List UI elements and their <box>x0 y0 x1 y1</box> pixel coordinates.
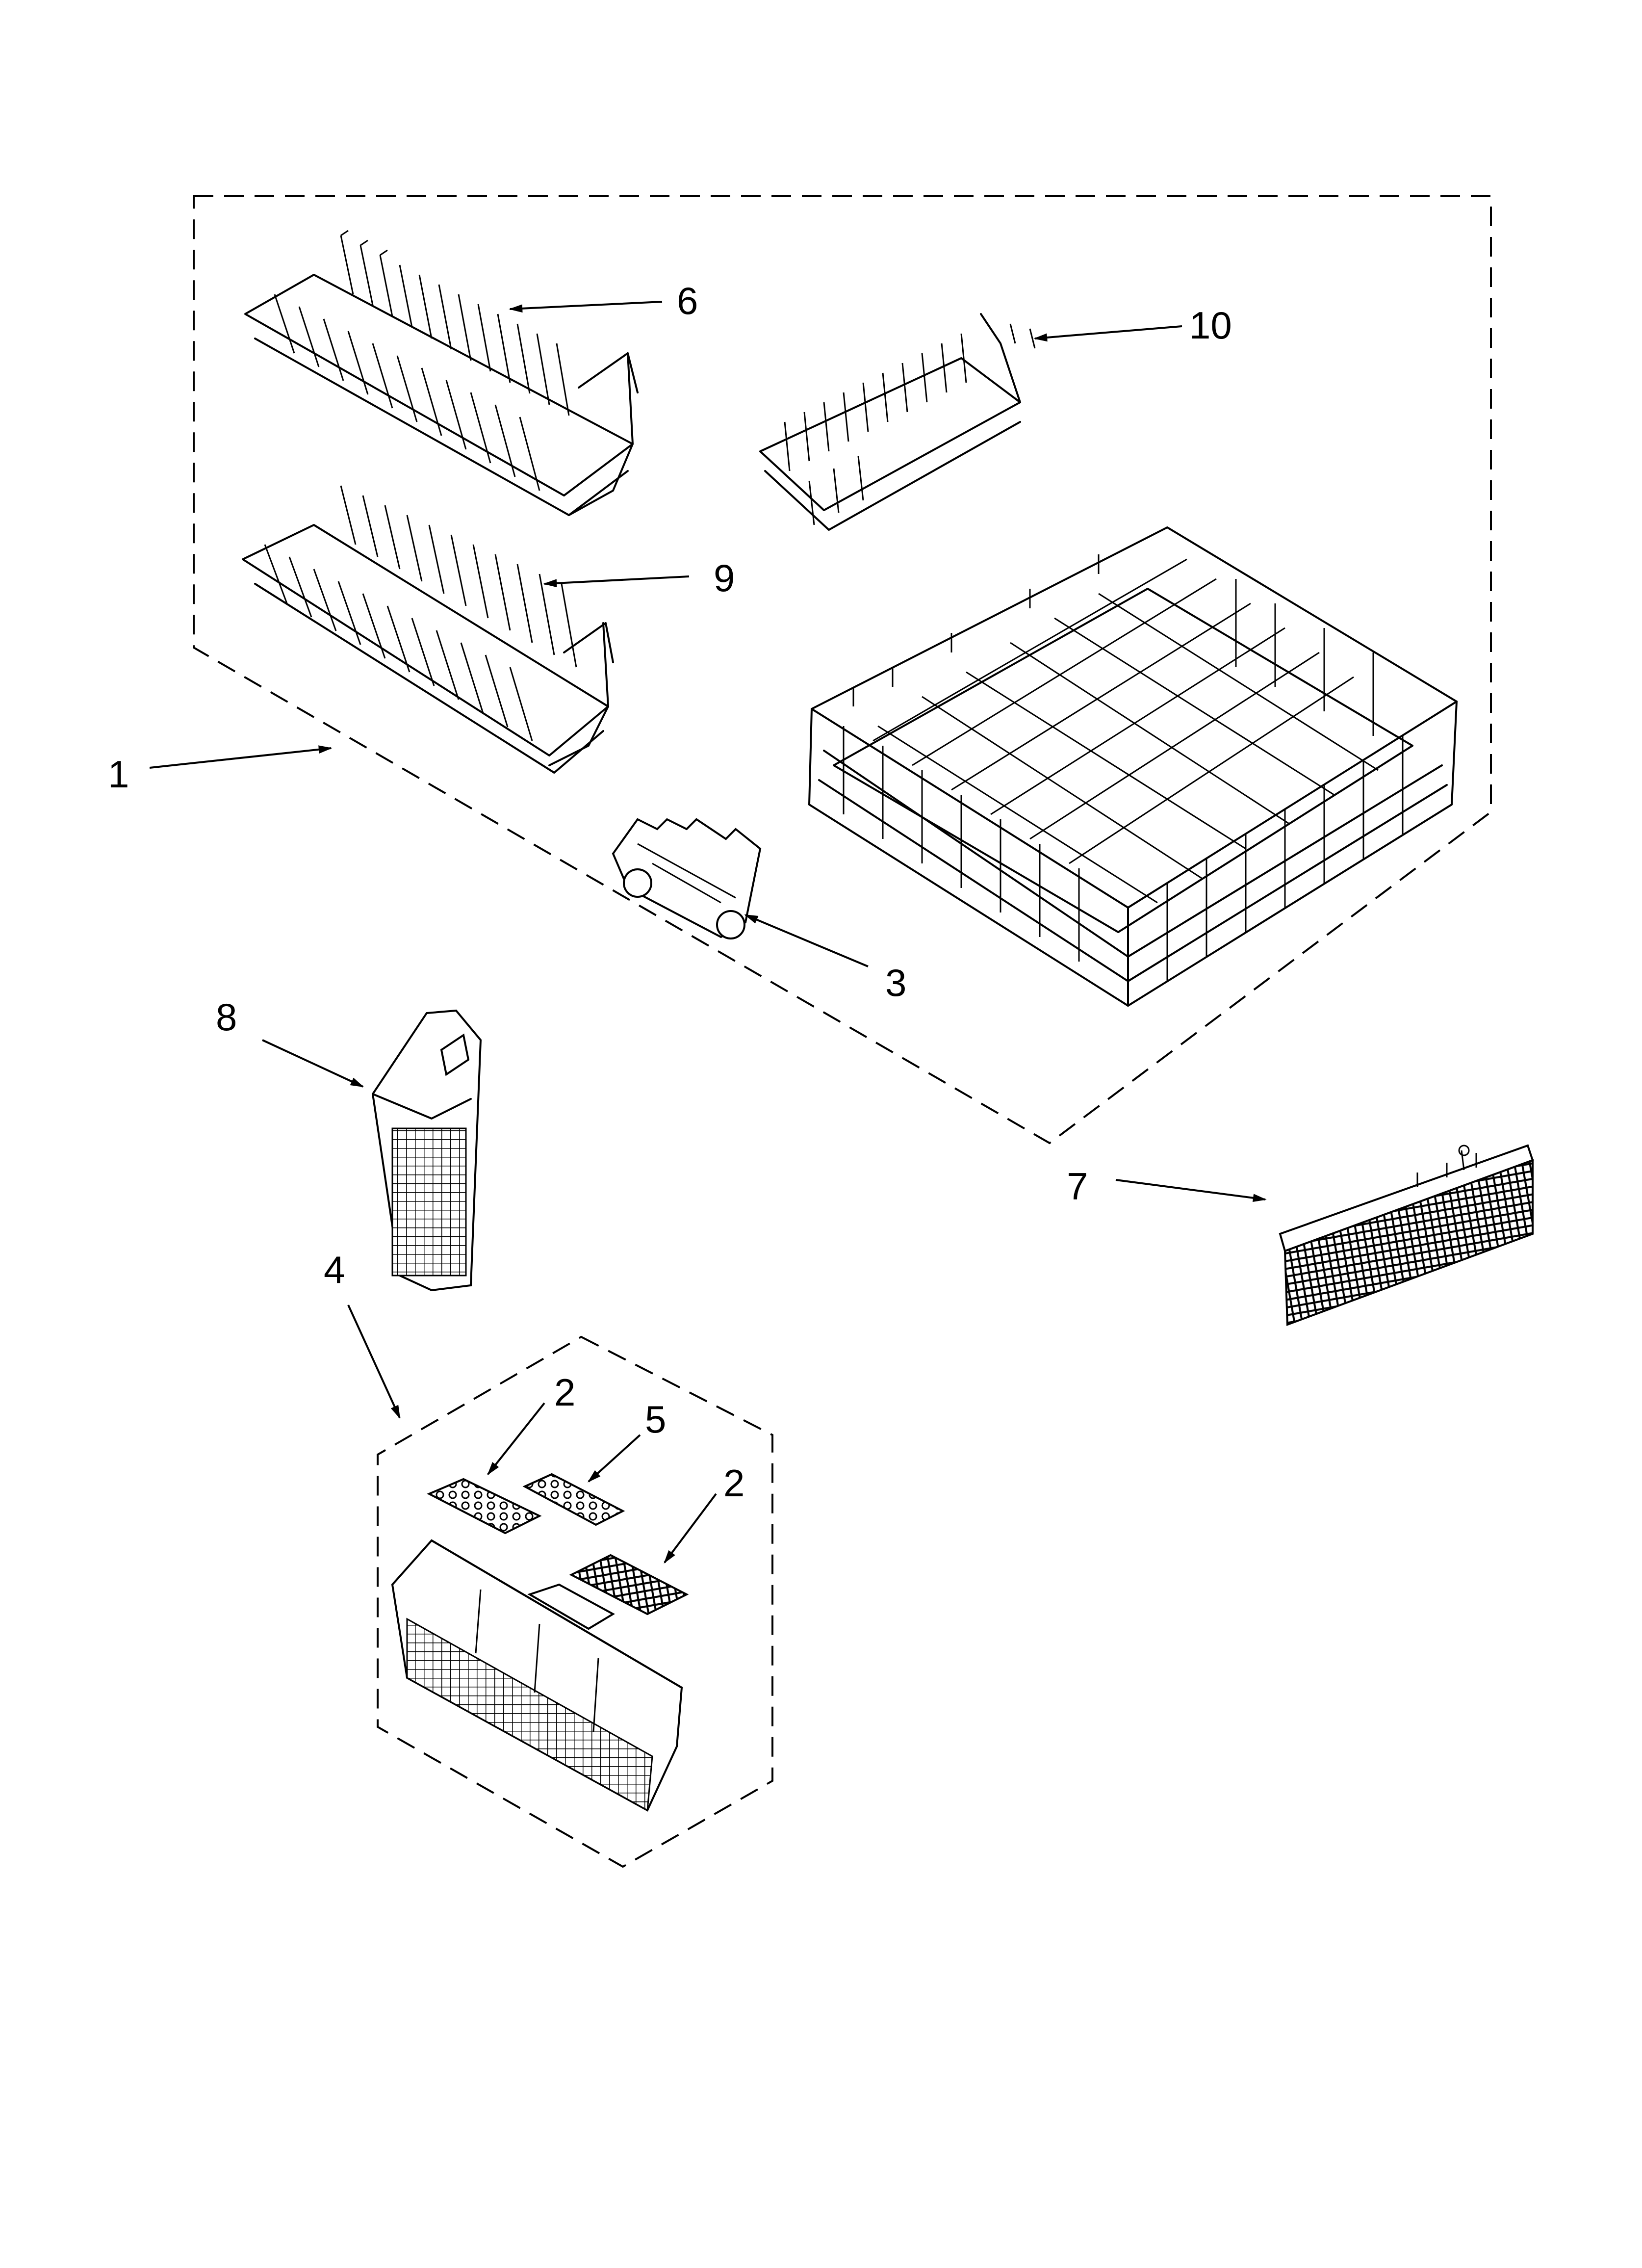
small-tine-row <box>759 313 1036 531</box>
leader-10 <box>1033 325 1182 342</box>
leader-6 <box>509 301 663 313</box>
leader-2b <box>664 1493 717 1564</box>
leader-8 <box>262 1039 364 1088</box>
dishrack <box>808 526 1458 1007</box>
callout-6: 6 <box>677 279 698 322</box>
rack-assembly-outline <box>193 195 1492 1145</box>
basket-cover-left <box>427 1478 542 1535</box>
callout-5: 5 <box>645 1398 666 1441</box>
callout-2a: 2 <box>554 1371 575 1414</box>
callout-1: 1 <box>108 753 129 796</box>
rack-adjuster <box>612 818 762 939</box>
silverware-basket <box>371 1009 482 1292</box>
callout-2b: 2 <box>723 1461 744 1505</box>
callout-8: 8 <box>216 995 237 1039</box>
leader-4 <box>347 1304 401 1419</box>
tine-row-upper <box>244 230 639 516</box>
leader-7 <box>1115 1179 1267 1202</box>
leader-2a <box>487 1402 545 1476</box>
cutlery-basket <box>391 1539 683 1812</box>
vent-screen <box>1279 1144 1534 1326</box>
leader-1 <box>149 745 333 769</box>
leader-5 <box>587 1434 641 1483</box>
basket-cover-right <box>569 1554 689 1616</box>
callout-9: 9 <box>714 556 735 600</box>
basket-cover-small <box>522 1473 625 1526</box>
tine-row-lower <box>242 485 614 774</box>
callout-4: 4 <box>324 1248 345 1291</box>
callout-3: 3 <box>885 961 906 1004</box>
basket-assembly-outline <box>377 1335 773 1868</box>
leader-9 <box>543 575 690 588</box>
callout-7: 7 <box>1067 1165 1088 1208</box>
leader-3 <box>744 914 869 967</box>
callout-10: 10 <box>1189 304 1232 347</box>
